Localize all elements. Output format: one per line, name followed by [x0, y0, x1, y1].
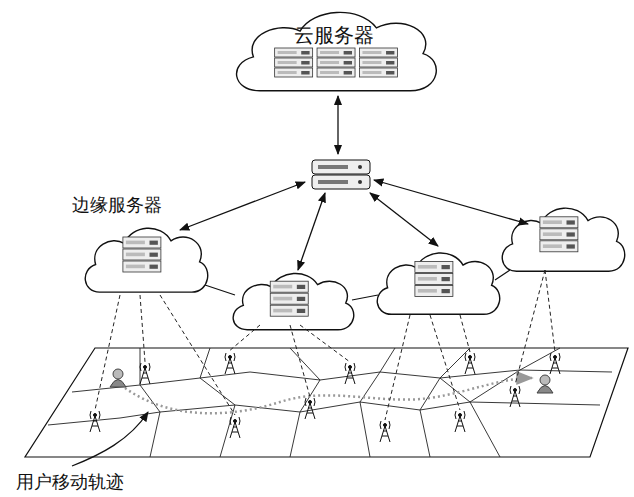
- server-icon: [317, 48, 355, 77]
- user-icon: [110, 369, 126, 387]
- base-station: [550, 353, 560, 374]
- server-icon: [415, 261, 453, 296]
- base-station: [90, 411, 100, 432]
- cloud-outline: [233, 273, 354, 329]
- base-station: [305, 398, 315, 419]
- cloud-outline: [228, 2, 440, 94]
- server-icon: [270, 281, 308, 316]
- wireless-link: [95, 270, 555, 420]
- user-icon: [537, 375, 553, 393]
- cloud-outline: [502, 208, 624, 271]
- server-icon: [540, 217, 578, 252]
- base-station: [230, 417, 240, 438]
- server-icon: [359, 48, 397, 77]
- network-link: [180, 96, 528, 270]
- node-title: 云服务器: [228, 22, 440, 49]
- cloud-server: 云服务器: [228, 2, 440, 94]
- base-station: [345, 363, 355, 384]
- router-icon: [312, 160, 370, 189]
- user-trajectory: [125, 378, 532, 413]
- caption-label: 边缘服务器: [70, 193, 164, 217]
- map-area: [25, 348, 628, 457]
- base-station: [510, 386, 520, 407]
- caption-label: 用户移动轨迹: [14, 470, 126, 494]
- leader-arrow: [72, 412, 148, 466]
- base-station: [140, 363, 150, 384]
- server-icon: [123, 237, 161, 272]
- cloud-outline: [85, 228, 207, 292]
- server-icon: [275, 48, 313, 77]
- base-station: [465, 353, 475, 374]
- base-station: [380, 421, 390, 442]
- cloud-outline: [377, 253, 499, 314]
- base-station: [225, 353, 235, 374]
- base-station: [455, 411, 465, 432]
